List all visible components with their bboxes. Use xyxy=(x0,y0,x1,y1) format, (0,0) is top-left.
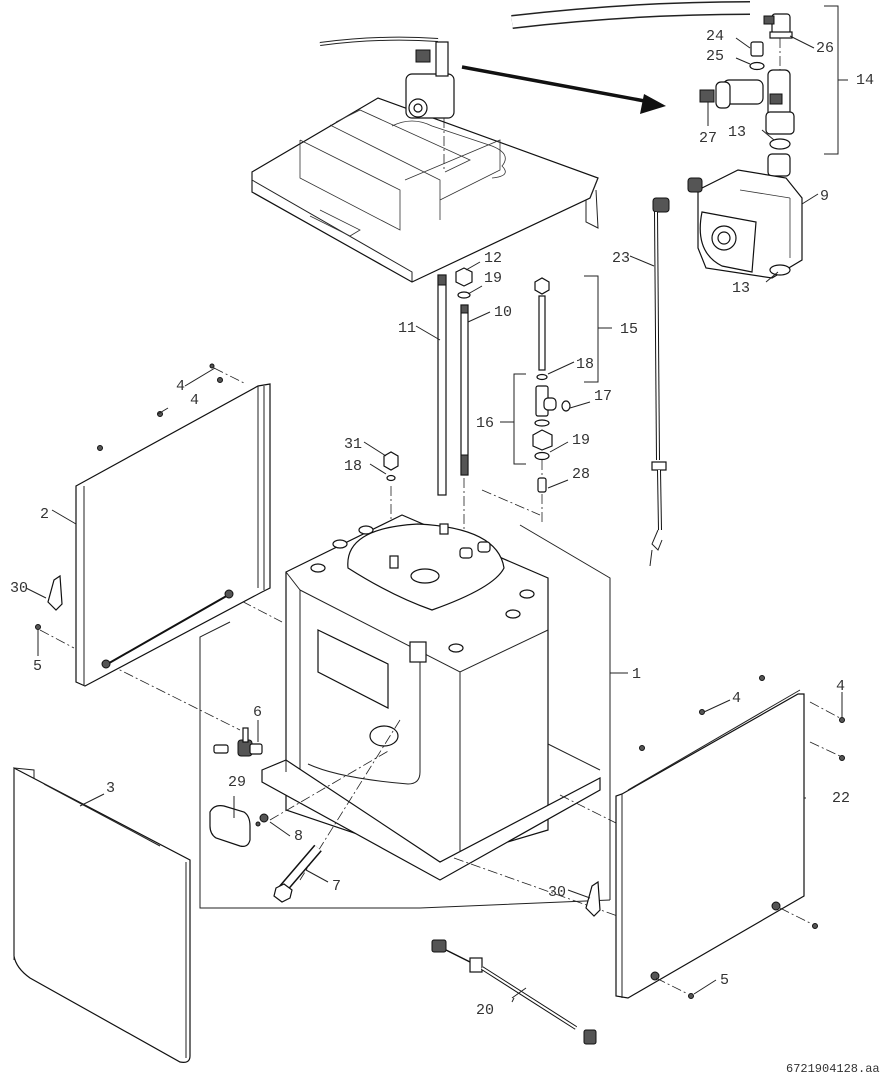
callout-25: 25 xyxy=(706,48,724,65)
callout-14: 14 xyxy=(856,72,874,89)
bracket-15 xyxy=(584,275,599,383)
detail-arrow xyxy=(461,65,666,114)
seal-16 xyxy=(534,419,550,427)
callout-19a: 19 xyxy=(484,270,502,287)
side-panel-22 xyxy=(615,675,845,999)
callout-5a: 5 xyxy=(33,658,42,675)
seal-13-lower xyxy=(769,264,791,276)
handle-30-left xyxy=(47,574,63,611)
anode-rod-11 xyxy=(437,274,447,496)
air-vent-valve-26 xyxy=(763,13,793,70)
callout-7: 7 xyxy=(332,878,341,895)
callout-6: 6 xyxy=(253,704,262,721)
callout-labels: 1 2 3 4 4 4 4 5 5 6 7 8 9 10 11 12 13 13… xyxy=(10,28,874,1019)
callout-5b: 5 xyxy=(720,972,729,989)
seal-19-lower xyxy=(534,451,550,461)
drawing-reference-number: 6721904128.aa xyxy=(786,1062,880,1076)
callout-13a: 13 xyxy=(728,124,746,141)
callout-22: 22 xyxy=(832,790,850,807)
cover-cap-29 xyxy=(209,805,251,847)
circulation-pump-9 xyxy=(687,153,803,279)
sensor-27 xyxy=(699,89,715,103)
nipple-28 xyxy=(537,477,547,493)
callout-26: 26 xyxy=(816,40,834,57)
seal-18-upper xyxy=(536,373,548,381)
callout-13b: 13 xyxy=(732,280,750,297)
plug-24 xyxy=(749,41,765,71)
screw-5-left xyxy=(35,624,75,649)
callout-27: 27 xyxy=(699,130,717,147)
callout-2: 2 xyxy=(40,506,49,523)
callout-16: 16 xyxy=(476,415,494,432)
side-panel-2 xyxy=(75,363,271,687)
callout-28: 28 xyxy=(572,466,590,483)
seal-19-upper xyxy=(457,291,471,299)
callout-29: 29 xyxy=(228,774,246,791)
cap-15 xyxy=(534,277,550,371)
callout-11: 11 xyxy=(398,320,416,337)
bracket-16 xyxy=(513,373,526,465)
pipe-hose xyxy=(511,1,751,29)
immersion-tube-7 xyxy=(273,844,322,903)
callout-20: 20 xyxy=(476,1002,494,1019)
pump-assembly-installed xyxy=(319,36,455,170)
callout-12: 12 xyxy=(484,250,502,267)
fitting-8 xyxy=(255,813,269,827)
callout-18a: 18 xyxy=(576,356,594,373)
callout-4a: 4 xyxy=(176,378,185,395)
callout-8: 8 xyxy=(294,828,303,845)
valve-body xyxy=(715,69,795,135)
callout-1: 1 xyxy=(632,666,641,683)
callout-9: 9 xyxy=(820,188,829,205)
bracket-14 xyxy=(824,5,839,155)
callout-24: 24 xyxy=(706,28,724,45)
cable-20 xyxy=(431,939,597,1045)
plug-31 xyxy=(383,451,399,471)
front-panel-3 xyxy=(13,767,191,1063)
handle-30-right xyxy=(585,880,601,917)
drain-valve-6 xyxy=(213,727,263,757)
callout-30b: 30 xyxy=(548,884,566,901)
callout-15: 15 xyxy=(620,321,638,338)
nut-16 xyxy=(532,429,553,451)
storage-tank-1 xyxy=(261,514,601,881)
callout-4b: 4 xyxy=(190,392,199,409)
callout-4c: 4 xyxy=(732,690,741,707)
callout-4d: 4 xyxy=(836,678,845,695)
callout-10: 10 xyxy=(494,304,512,321)
nut-12 xyxy=(455,267,473,287)
seal-13-upper xyxy=(769,138,791,150)
anode-rod-10 xyxy=(460,304,469,545)
callout-30a: 30 xyxy=(10,580,28,597)
top-mounting-frame xyxy=(251,97,599,283)
callout-17: 17 xyxy=(594,388,612,405)
callout-3: 3 xyxy=(106,780,115,797)
callout-23: 23 xyxy=(612,250,630,267)
seal-18-lower xyxy=(386,474,396,482)
callout-19b: 19 xyxy=(572,432,590,449)
tee-fitting-16 xyxy=(535,385,557,417)
sensor-cable-23 xyxy=(649,197,670,567)
leader-lines xyxy=(25,35,843,1003)
callout-18b: 18 xyxy=(344,458,362,475)
seal-17 xyxy=(561,400,571,412)
callout-31: 31 xyxy=(344,436,362,453)
